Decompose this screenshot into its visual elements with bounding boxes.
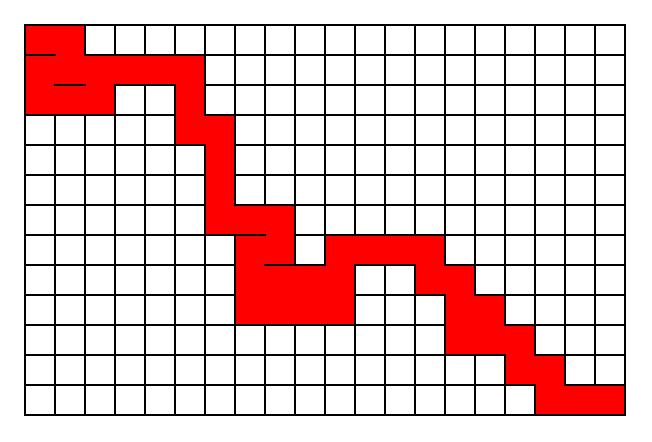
filled-cell — [385, 235, 415, 265]
filled-cell — [205, 175, 235, 205]
filled-cell — [325, 235, 355, 265]
filled-cell — [175, 115, 205, 145]
filled-cell — [85, 55, 115, 85]
filled-cell — [355, 235, 385, 265]
filled-cell — [295, 265, 325, 295]
filled-cell — [235, 235, 265, 265]
filled-cell — [295, 295, 325, 325]
filled-cell — [175, 55, 205, 85]
grid-lines — [24, 24, 626, 416]
filled-cell — [85, 85, 115, 115]
filled-cell — [445, 295, 475, 325]
filled-cell — [475, 325, 505, 355]
filled-cell — [265, 295, 295, 325]
filled-cell — [535, 385, 565, 415]
filled-cell — [25, 85, 55, 115]
filled-cell — [25, 55, 55, 85]
filled-cell — [55, 85, 85, 115]
filled-cell — [475, 295, 505, 325]
filled-cell — [205, 205, 235, 235]
filled-cell — [205, 145, 235, 175]
filled-cell — [235, 205, 265, 235]
filled-cell — [55, 55, 85, 85]
filled-cell — [565, 385, 595, 415]
filled-cell — [595, 385, 625, 415]
filled-cell — [145, 55, 175, 85]
filled-cell-path — [25, 25, 625, 415]
filled-cell — [235, 265, 265, 295]
filled-cell — [325, 295, 355, 325]
filled-cell — [505, 355, 535, 385]
filled-cell — [415, 235, 445, 265]
filled-cell — [115, 55, 145, 85]
filled-cell — [25, 25, 55, 55]
filled-cell — [235, 295, 265, 325]
filled-cell — [265, 235, 295, 265]
filled-cell — [325, 265, 355, 295]
filled-cell — [415, 265, 445, 295]
filled-cell — [445, 265, 475, 295]
filled-cell — [265, 265, 295, 295]
filled-cell — [55, 25, 85, 55]
filled-cell — [265, 205, 295, 235]
filled-cell — [535, 355, 565, 385]
filled-cell — [505, 325, 535, 355]
filled-cell — [445, 325, 475, 355]
filled-cell — [175, 85, 205, 115]
filled-cell — [205, 115, 235, 145]
